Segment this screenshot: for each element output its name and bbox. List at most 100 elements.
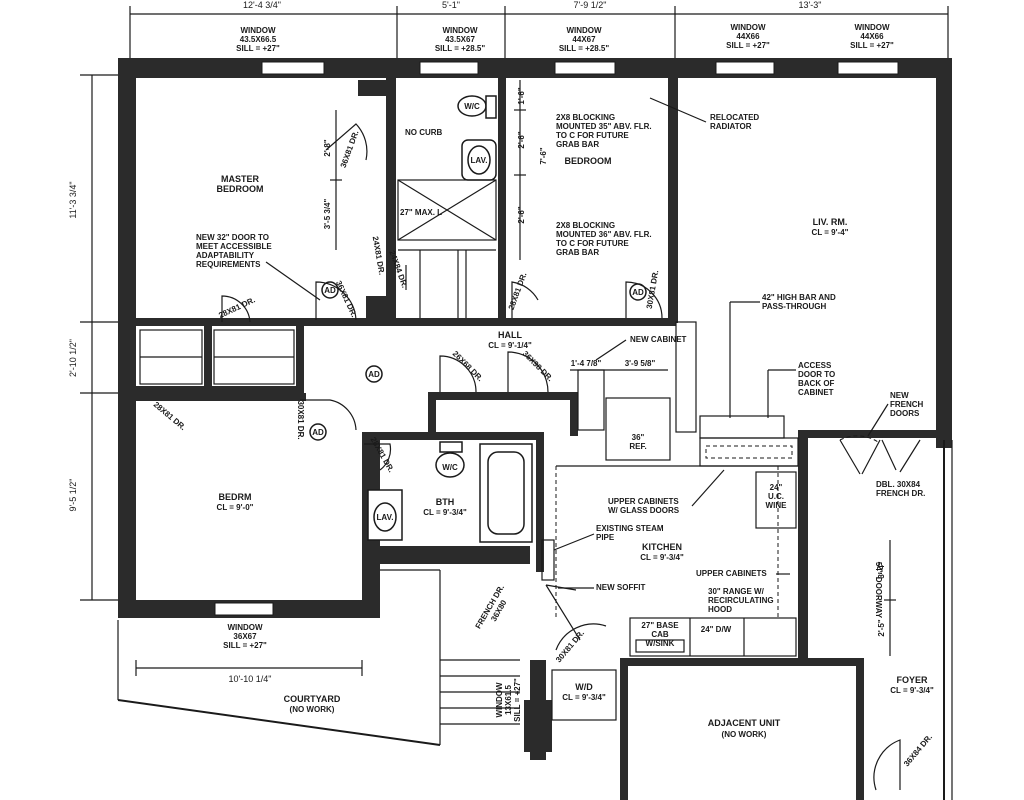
svg-text:SILL = +27": SILL = +27" [850, 41, 894, 50]
svg-text:27" BASE: 27" BASE [641, 621, 679, 630]
svg-text:W/ GLASS DOORS: W/ GLASS DOORS [608, 506, 680, 515]
interior-walls [136, 78, 938, 800]
svg-text:REQUIREMENTS: REQUIREMENTS [196, 260, 261, 269]
bathtub [479, 443, 533, 543]
room-foyer-cl: CL = 9'-3/4" [890, 686, 934, 695]
svg-text:ACCESS: ACCESS [798, 361, 832, 370]
svg-text:7'-6": 7'-6" [539, 147, 548, 164]
top-dimension-line [129, 6, 949, 60]
bar-counter [675, 321, 697, 433]
door-label-3: 36X81 DR. [334, 279, 359, 318]
svg-text:3'-9 5/8": 3'-9 5/8" [625, 359, 656, 368]
svg-text:WINDOW: WINDOW [495, 682, 504, 718]
door-label-6: 30X81 DR. [645, 270, 661, 310]
max-27-note: 27" MAX. L [400, 208, 442, 217]
courtyard-label: COURTYARD [284, 694, 341, 704]
ad-symbol-bedrm: AD [309, 423, 327, 441]
bath-lav: LAV. [367, 489, 403, 541]
svg-text:AD: AD [632, 288, 644, 297]
courtyard-note: (NO WORK) [290, 705, 335, 714]
svg-text:MOUNTED 35" ABV. FLR.: MOUNTED 35" ABV. FLR. [556, 122, 652, 131]
room-living-cl: CL = 9'-4" [812, 228, 849, 237]
window-label-4: WINDOW 44X66 SILL = +27" [726, 23, 770, 50]
adjacent-unit-note: (NO WORK) [722, 730, 767, 739]
svg-text:SILL = +28.5": SILL = +28.5" [435, 44, 486, 53]
svg-text:SILL = +27": SILL = +27" [513, 678, 522, 722]
room-master-line1: MASTER [221, 174, 260, 184]
dim-left-1: 11'-3 3/4" [68, 181, 78, 218]
svg-text:REF.: REF. [629, 442, 646, 451]
svg-text:36X67: 36X67 [233, 632, 257, 641]
bath-wc: W/C [435, 441, 465, 478]
shower [397, 179, 497, 241]
small-dims-foyer: 3'-4" 2'-5" [877, 540, 896, 656]
svg-text:BACK OF: BACK OF [798, 379, 835, 388]
room-foyer: FOYER [896, 675, 928, 685]
note-blocking-top: 2X8 BLOCKING MOUNTED 35" ABV. FLR. TO C … [556, 113, 652, 149]
note-relocated-radiator: RELOCATED RADIATOR [649, 97, 759, 131]
svg-text:FRENCH: FRENCH [890, 400, 924, 409]
svg-text:NEW CABINET: NEW CABINET [630, 335, 687, 344]
small-dims-bedroom: 1'-6" 2'-6" 7'-6" 2'-6" [514, 80, 548, 260]
room-bedroom: BEDROOM [565, 156, 612, 166]
note-french-dr-vertical: FRENCH DR. 36X80 [474, 583, 509, 630]
svg-text:DOOR TO: DOOR TO [798, 370, 835, 379]
room-bath: BTH [436, 497, 455, 507]
svg-text:43.5X66.5: 43.5X66.5 [240, 35, 277, 44]
room-master-line2: BEDROOM [217, 184, 264, 194]
door-label-14: 36X84 DR. [902, 733, 934, 769]
svg-text:W/C: W/C [464, 102, 480, 111]
door-swings [221, 123, 921, 791]
svg-text:44X66: 44X66 [736, 32, 760, 41]
no-curb-note: NO CURB [405, 128, 443, 137]
note-new-french-doors: NEW FRENCH DOORS [867, 391, 924, 437]
door-label-13: 30X81 DR. [554, 629, 586, 665]
note-dbl-french: DBL. 30X84 FRENCH DR. [876, 480, 925, 498]
note-uc-wine: 24" U.C. WINE [766, 483, 788, 510]
note-window-13: WINDOW 13X61.5 SILL = +27" [495, 678, 522, 722]
svg-text:CABINET: CABINET [798, 388, 834, 397]
note-range: 30" RANGE W/ RECIRCULATING HOOD [708, 587, 774, 614]
door-label-8: 36X98 DR. [521, 349, 555, 383]
site-boundary [117, 699, 441, 746]
dim-top-2: 5'-1" [442, 0, 460, 10]
ad-symbol-hall: AD [365, 365, 383, 383]
svg-text:DOORS: DOORS [890, 409, 920, 418]
svg-text:W/C: W/C [442, 463, 458, 472]
dim-top-1: 12'-4 3/4" [243, 0, 281, 10]
dim-left-3: 9'-5 1/2" [68, 479, 78, 512]
svg-text:3'-5 3/4": 3'-5 3/4" [323, 198, 332, 229]
svg-text:GRAB BAR: GRAB BAR [556, 248, 599, 257]
svg-text:NEW 32" DOOR TO: NEW 32" DOOR TO [196, 233, 269, 242]
svg-text:1'-4 7/8": 1'-4 7/8" [571, 359, 602, 368]
svg-text:3'-4": 3'-4" [877, 561, 886, 578]
room-kitchen-cl: CL = 9'-3/4" [640, 553, 684, 562]
note-access-door: ACCESS DOOR TO BACK OF CABINET [767, 361, 835, 418]
svg-text:AD: AD [324, 286, 336, 295]
small-dims-hall: 1'-4 7/8" 3'-9 5/8" [570, 359, 668, 371]
svg-text:SILL = +27": SILL = +27" [726, 41, 770, 50]
note-steam-pipe: EXISTING STEAM PIPE [553, 524, 664, 551]
bottom-dimension-line [135, 660, 363, 676]
window-label-1: WINDOW 43.5X66.5 SILL = +27" [236, 26, 280, 53]
room-bath-cl: CL = 9'-3/4" [423, 508, 467, 517]
door-label-10: 30X81 DR. [296, 400, 305, 439]
svg-text:MOUNTED 36" ABV. FLR.: MOUNTED 36" ABV. FLR. [556, 230, 652, 239]
svg-text:PIPE: PIPE [596, 533, 615, 542]
room-wd: W/D [575, 682, 593, 692]
room-bedrm: BEDRM [219, 492, 252, 502]
room-hall: HALL [498, 330, 522, 340]
svg-text:WINDOW: WINDOW [227, 623, 263, 632]
svg-text:2'-5": 2'-5" [877, 619, 886, 636]
note-base-cab: 27" BASE CAB W/SINK [641, 621, 679, 648]
svg-text:HOOD: HOOD [708, 605, 732, 614]
steps [440, 659, 520, 725]
svg-text:42" HIGH BAR AND: 42" HIGH BAR AND [762, 293, 836, 302]
svg-text:LAV.: LAV. [471, 156, 488, 165]
svg-text:1'-6": 1'-6" [517, 87, 526, 104]
note-new-soffit: NEW SOFFIT [558, 583, 645, 592]
svg-text:36": 36" [632, 433, 645, 442]
svg-text:EXISTING STEAM: EXISTING STEAM [596, 524, 664, 533]
window-label-2: WINDOW 43.5X67 SILL = +28.5" [435, 26, 486, 53]
adjacent-unit-label: ADJACENT UNIT [708, 718, 781, 728]
